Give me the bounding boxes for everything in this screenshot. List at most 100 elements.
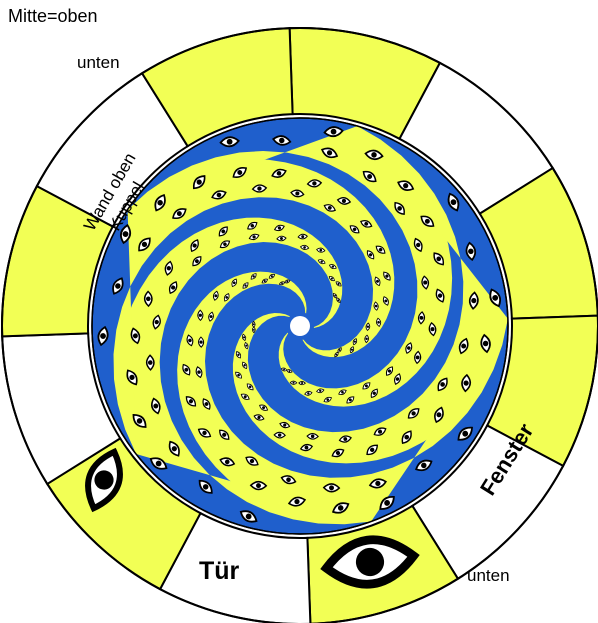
small-eye-icon xyxy=(250,273,257,280)
small-eye-icon xyxy=(323,204,337,212)
eye-pupil xyxy=(468,248,474,255)
small-eye-icon xyxy=(465,241,477,262)
tuer-label: Tür xyxy=(199,557,240,585)
small-eye-icon xyxy=(316,247,326,253)
small-eye-icon xyxy=(198,336,205,348)
small-eye-icon xyxy=(415,459,433,472)
small-eye-icon xyxy=(346,396,355,404)
eye-pupil xyxy=(155,460,162,467)
spiral-arm xyxy=(118,217,372,525)
eye-pupil xyxy=(188,338,192,343)
unten-label-bottom: unten xyxy=(467,566,510,585)
spiral-arm xyxy=(177,271,508,523)
eye-pupil xyxy=(334,294,336,297)
small-eye-icon xyxy=(251,320,256,328)
eye-pupil xyxy=(141,241,148,248)
small-eye-icon xyxy=(186,334,194,347)
small-eye-icon xyxy=(219,136,240,148)
eye-pupil xyxy=(319,389,322,392)
eye-pupil xyxy=(375,480,381,487)
small-eye-icon xyxy=(349,346,355,354)
small-eye-icon xyxy=(232,167,248,178)
eye-pupil xyxy=(327,206,332,210)
small-eye-icon xyxy=(231,278,238,287)
eye-pupil xyxy=(471,297,477,304)
small-eye-icon xyxy=(370,388,378,399)
small-eye-icon xyxy=(468,291,479,310)
small-eye-icon xyxy=(280,475,297,485)
eye-pupil xyxy=(122,231,129,237)
small-eye-icon xyxy=(197,309,204,322)
small-eye-icon xyxy=(235,371,242,379)
eye-pupil xyxy=(225,296,229,299)
small-eye-icon xyxy=(401,430,412,445)
eye-pupil xyxy=(384,299,388,303)
small-eye-icon xyxy=(145,354,155,371)
eye-pupil xyxy=(216,192,222,198)
small-eye-icon xyxy=(382,296,389,306)
small-eye-icon xyxy=(458,337,469,355)
eye-pupil xyxy=(423,280,428,285)
small-eye-icon xyxy=(251,184,268,193)
small-eye-icon xyxy=(349,225,360,234)
small-eye-icon xyxy=(374,276,381,287)
small-eye-icon xyxy=(362,382,371,390)
eye-pupil xyxy=(301,382,304,385)
eye-pupil xyxy=(171,446,177,452)
small-eye-icon xyxy=(306,179,323,188)
eye-pupil xyxy=(243,395,247,399)
small-eye-icon xyxy=(249,480,268,491)
eye-pupil xyxy=(384,500,390,506)
small-eye-icon xyxy=(428,321,437,337)
eye-pupil xyxy=(277,433,282,437)
eye-pupil xyxy=(283,368,285,371)
ring-outer-edge xyxy=(1,27,598,623)
small-eye-icon xyxy=(172,208,187,220)
eye-pupil xyxy=(304,445,309,450)
small-eye-icon xyxy=(212,290,219,301)
eye-pupil xyxy=(257,415,261,420)
eye-pupil xyxy=(403,183,409,189)
eye-pupil xyxy=(277,226,282,230)
small-eye-icon xyxy=(276,235,287,242)
small-eye-icon xyxy=(268,273,276,279)
small-eye-icon xyxy=(364,334,369,344)
small-eye-icon xyxy=(280,367,288,372)
eye-pupil xyxy=(295,191,300,196)
eye-pupil xyxy=(301,235,305,239)
eye-pupil xyxy=(337,505,344,511)
small-eye-icon xyxy=(279,421,291,429)
eye-pupil xyxy=(256,483,261,489)
eye-pupil xyxy=(419,315,424,320)
eye-pupil xyxy=(416,242,421,248)
eye-pupil xyxy=(338,349,341,351)
eye-pupil xyxy=(430,327,435,332)
eye-pupil xyxy=(482,340,489,347)
small-eye-icon xyxy=(405,342,413,354)
eye-pupil xyxy=(252,275,255,278)
eye-pupil xyxy=(115,283,121,289)
eye-pupil xyxy=(385,274,389,278)
small-eye-icon xyxy=(245,456,259,466)
eye-pupil xyxy=(326,398,330,401)
eye-pupil xyxy=(330,277,333,280)
eye-pupil xyxy=(129,374,135,381)
eye-pupil xyxy=(364,221,369,226)
small-eye-icon xyxy=(252,326,256,334)
small-eye-icon xyxy=(365,322,371,332)
eye-pupil xyxy=(492,294,499,301)
small-eye-icon xyxy=(334,351,339,358)
small-eye-icon xyxy=(299,443,314,452)
small-eye-icon xyxy=(360,219,373,228)
small-eye-icon xyxy=(223,293,230,302)
eye-pupil xyxy=(136,418,143,424)
small-eye-icon xyxy=(143,290,153,308)
small-eye-icon xyxy=(259,404,269,411)
eye-pupil xyxy=(303,246,306,249)
eye-pupil xyxy=(461,343,467,349)
eye-pupil xyxy=(286,280,289,283)
eye-pupil xyxy=(307,392,310,395)
small-eye-icon xyxy=(195,366,203,379)
small-eye-icon xyxy=(437,377,448,392)
small-eye-icon xyxy=(240,393,250,400)
